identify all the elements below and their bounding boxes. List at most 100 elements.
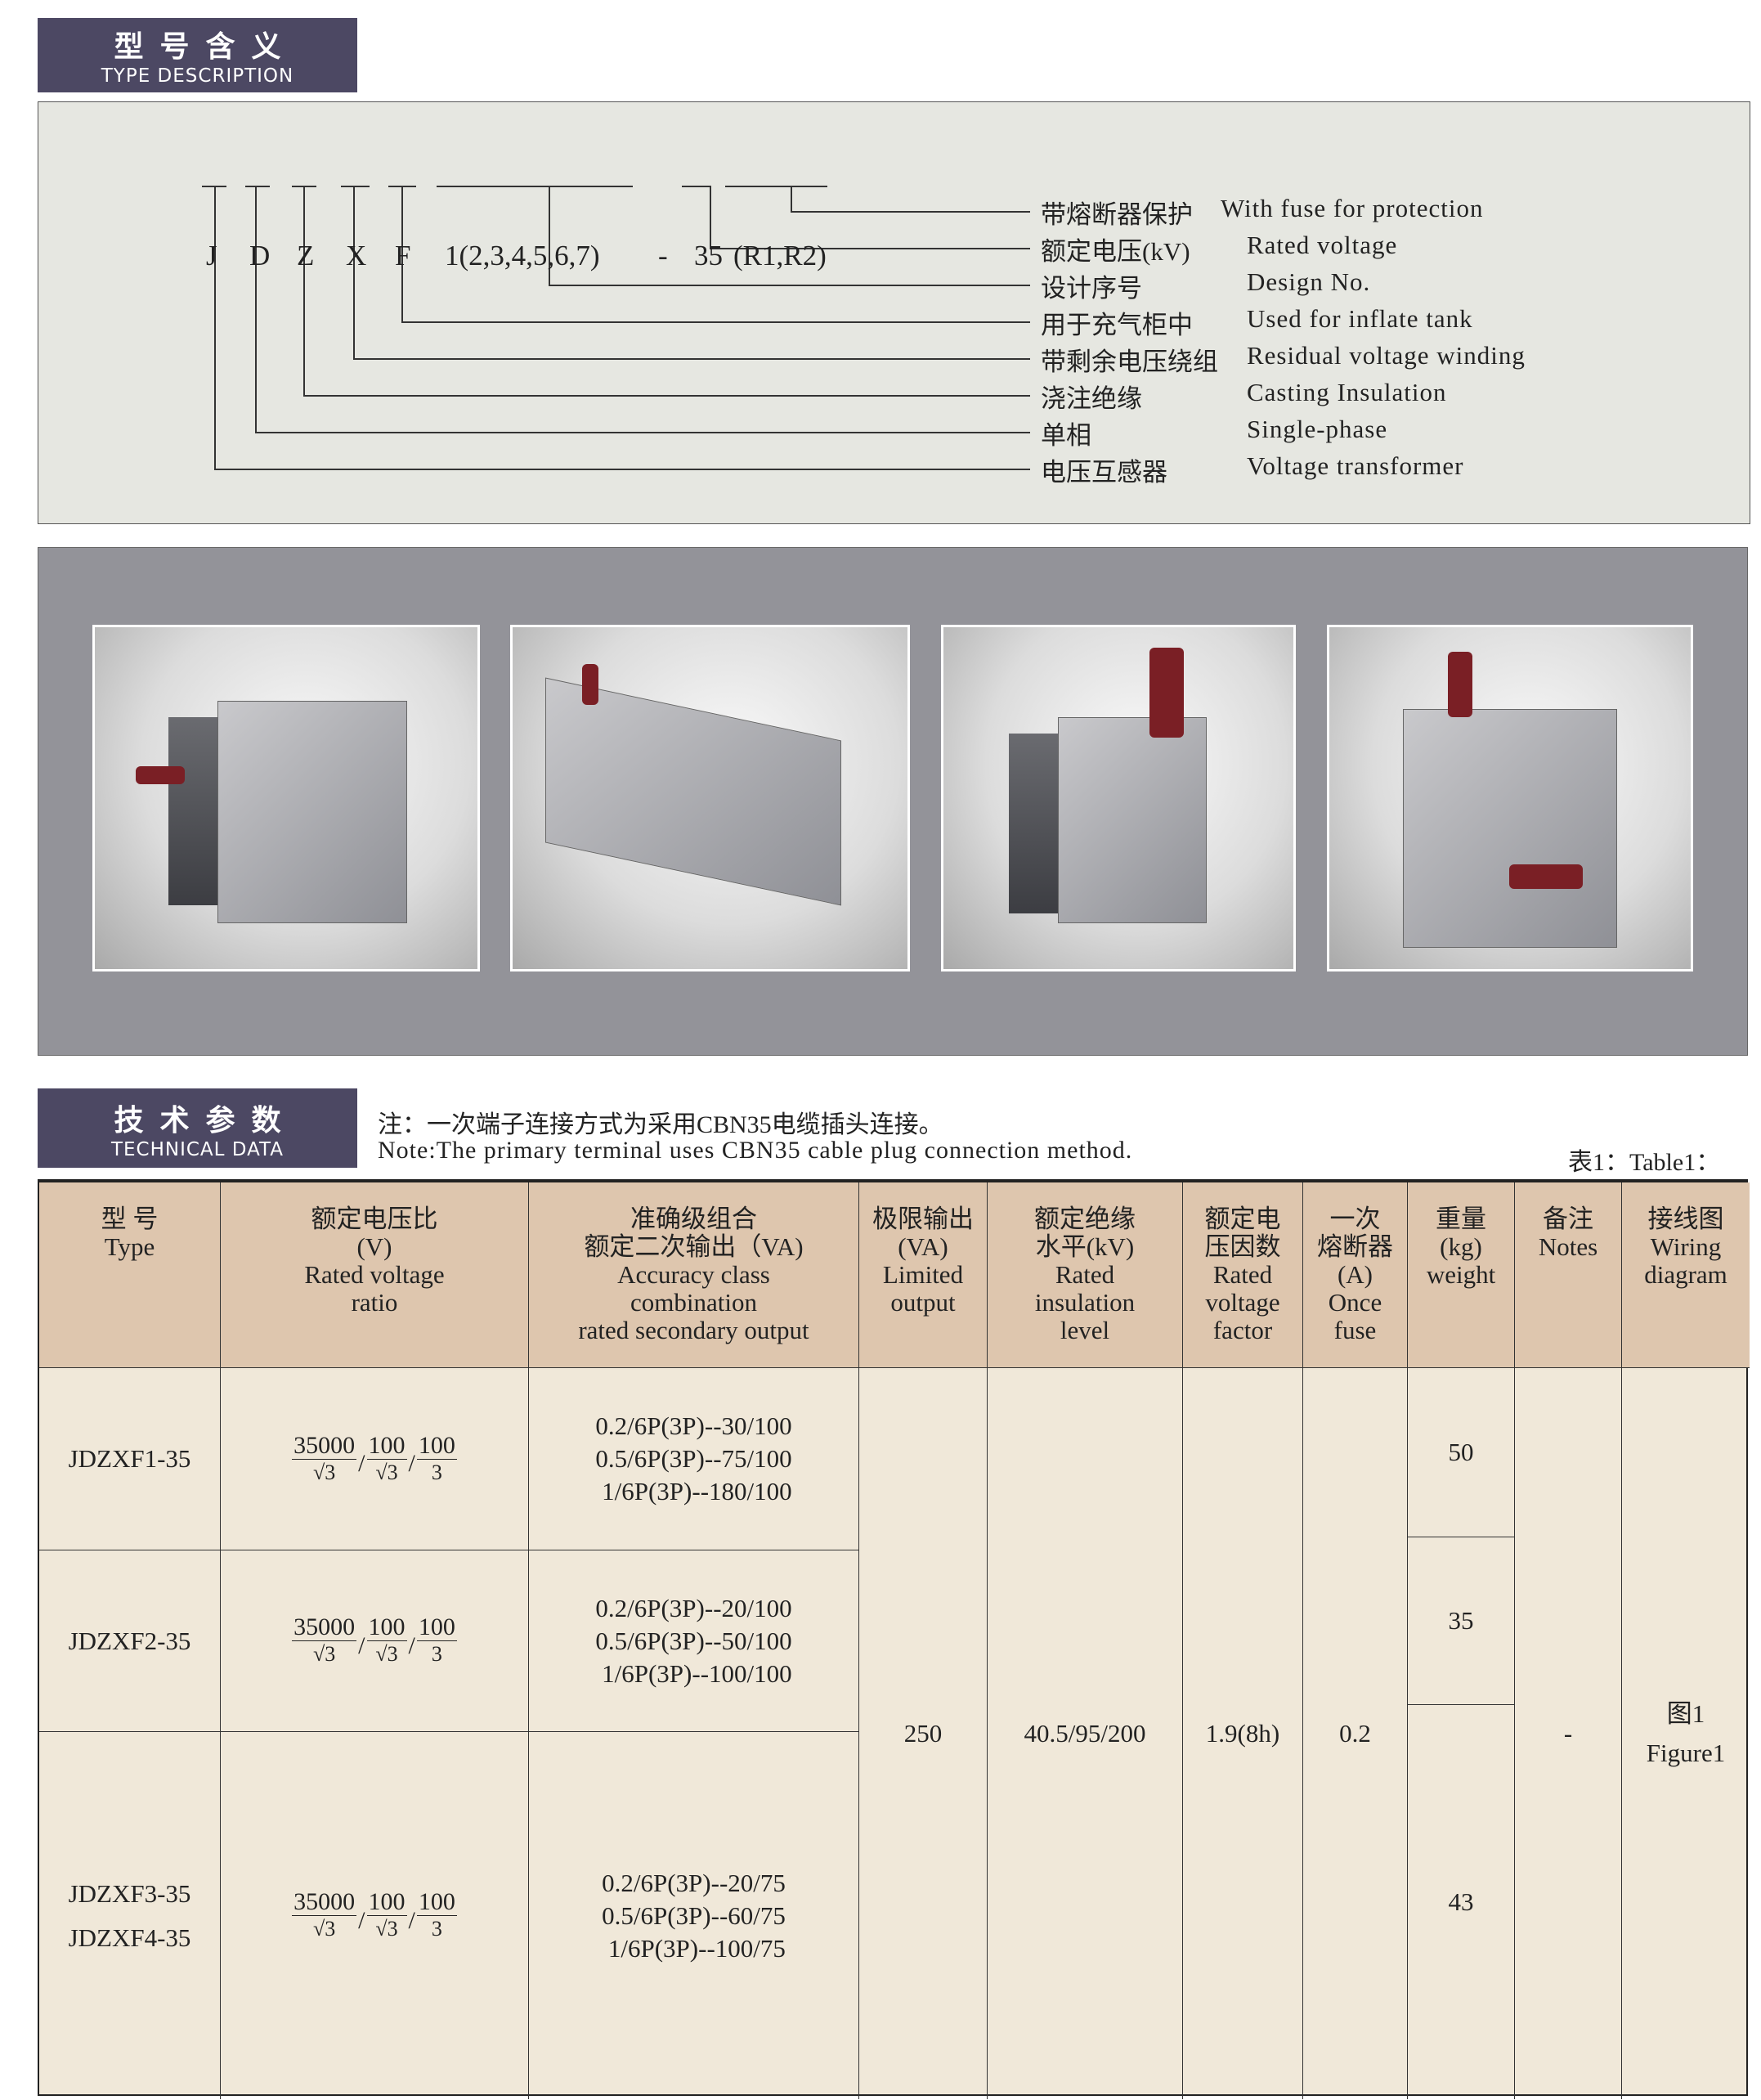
type-cell: JDZXF1-35 xyxy=(39,1368,221,1550)
denominator: √3 xyxy=(375,1917,398,1941)
type-value: JDZXF2-35 xyxy=(68,1626,191,1655)
accuracy-value: 0.2/6P(3P)--20/75 xyxy=(602,1868,786,1897)
accuracy-value: 0.5/6P(3P)--60/75 xyxy=(602,1900,786,1930)
cell-text: diagram xyxy=(1644,1260,1727,1289)
cell-text: (VA) xyxy=(898,1232,948,1261)
meaning-cn: 设计序号 xyxy=(1041,274,1142,303)
type-code-leader-lines xyxy=(202,186,1030,470)
weight-value: 50 xyxy=(1448,1438,1474,1466)
technical-data-header: 技术参数 TECHNICAL DATA xyxy=(38,1088,357,1168)
meaning-cn: 额定电压(kV) xyxy=(1041,237,1190,266)
code-fuse: (R1,R2) xyxy=(733,240,827,271)
meaning-en: Casting Insulation xyxy=(1247,378,1447,406)
type-cell: JDZXF2-35 xyxy=(39,1550,221,1732)
product-photo xyxy=(941,625,1296,971)
cell-text: 额定电 xyxy=(1204,1205,1281,1233)
cell-text: weight xyxy=(1426,1260,1496,1289)
cell-text: combination xyxy=(630,1288,757,1317)
cell-text: rated secondary output xyxy=(578,1316,809,1344)
cell-text: 图1 xyxy=(1666,1699,1705,1728)
cell-text: insulation xyxy=(1034,1288,1136,1317)
meaning-cn: 带剩余电压绕组 xyxy=(1041,348,1218,376)
note-en: Note:The primary terminal uses CBN35 cab… xyxy=(378,1137,1133,1164)
cell-text: 额定二次输出（VA) xyxy=(584,1232,804,1261)
cell-text: Wiring xyxy=(1650,1232,1722,1261)
meaning-cn: 用于充气柜中 xyxy=(1041,311,1193,339)
separator: / xyxy=(408,1906,415,1934)
type-description-panel: J D Z X F 1(2,3,4,5,6,7) - 35 (R1,R2) 带熔… xyxy=(38,101,1750,524)
notes-cell: - xyxy=(1515,1368,1622,2099)
cell-text: output xyxy=(890,1288,956,1317)
accuracy-value: 0.5/6P(3P)--50/100 xyxy=(595,1626,792,1655)
cell-text: (V) xyxy=(356,1232,392,1261)
fuse-cell: 0.2 xyxy=(1303,1368,1408,2099)
denominator: 3 xyxy=(431,1642,442,1666)
denominator: √3 xyxy=(313,1460,336,1484)
numerator: 35000 xyxy=(292,1888,357,1916)
meaning-en: Single-phase xyxy=(1247,415,1388,443)
accuracy-value: 1/6P(3P)--180/100 xyxy=(602,1477,792,1505)
cell-text: voltage xyxy=(1205,1288,1280,1317)
code-dash: - xyxy=(658,240,668,271)
denominator: √3 xyxy=(375,1642,398,1666)
numerator: 100 xyxy=(366,1888,407,1916)
meaning-en: Design No. xyxy=(1247,267,1371,296)
insulation-level-cell: 40.5/95/200 xyxy=(988,1368,1183,2099)
weight-value: 35 xyxy=(1448,1606,1474,1635)
cell-text: Type xyxy=(104,1232,155,1261)
cell-text: Rated xyxy=(1212,1260,1273,1289)
cell-text: Rated xyxy=(1055,1260,1115,1289)
cell-text: (kg) xyxy=(1440,1232,1482,1261)
meaning-en: With fuse for protection xyxy=(1221,194,1484,222)
cell-text: 1.9(8h) xyxy=(1205,1719,1280,1748)
cell-text: Limited xyxy=(882,1260,964,1289)
type-value: JDZXF3-35 xyxy=(68,1878,191,1908)
numerator: 100 xyxy=(366,1613,407,1641)
meaning-en: Voltage transformer xyxy=(1247,451,1464,480)
fraction: 35000√3 xyxy=(292,1432,357,1486)
header-title-cn: 技术参数 xyxy=(114,1104,298,1138)
meaning-en: Used for inflate tank xyxy=(1247,304,1473,333)
fraction: 100√3 xyxy=(366,1888,407,1942)
header-cell: 重量(kg)weight xyxy=(1408,1182,1515,1368)
code-letter: Z xyxy=(297,240,315,271)
cell-text: Figure1 xyxy=(1646,1739,1726,1767)
numerator: 100 xyxy=(416,1431,457,1460)
cell-text: factor xyxy=(1212,1316,1273,1344)
cell-text: 备注 xyxy=(1543,1205,1593,1233)
header-title-en: TYPE DESCRIPTION xyxy=(101,65,294,87)
meaning-en: Residual voltage winding xyxy=(1247,341,1526,370)
product-photo xyxy=(510,625,910,971)
numerator: 100 xyxy=(416,1888,457,1916)
separator: / xyxy=(358,1450,365,1477)
type-value: JDZXF1-35 xyxy=(68,1444,191,1473)
numerator: 35000 xyxy=(292,1613,357,1641)
cell-text: (A) xyxy=(1337,1260,1373,1289)
cell-text: - xyxy=(1563,1719,1573,1748)
denominator: √3 xyxy=(313,1917,336,1941)
accuracy-value: 1/6P(3P)--100/75 xyxy=(607,1933,786,1963)
voltage-factor-cell: 1.9(8h) xyxy=(1183,1368,1303,2099)
cell-text: 40.5/95/200 xyxy=(1024,1719,1146,1748)
accuracy-value: 1/6P(3P)--100/100 xyxy=(602,1658,792,1688)
cell-text: level xyxy=(1060,1316,1110,1344)
accuracy-value: 0.2/6P(3P)--30/100 xyxy=(595,1411,792,1440)
product-photo xyxy=(1327,625,1693,971)
cell-text: 熔断器 xyxy=(1317,1232,1393,1261)
